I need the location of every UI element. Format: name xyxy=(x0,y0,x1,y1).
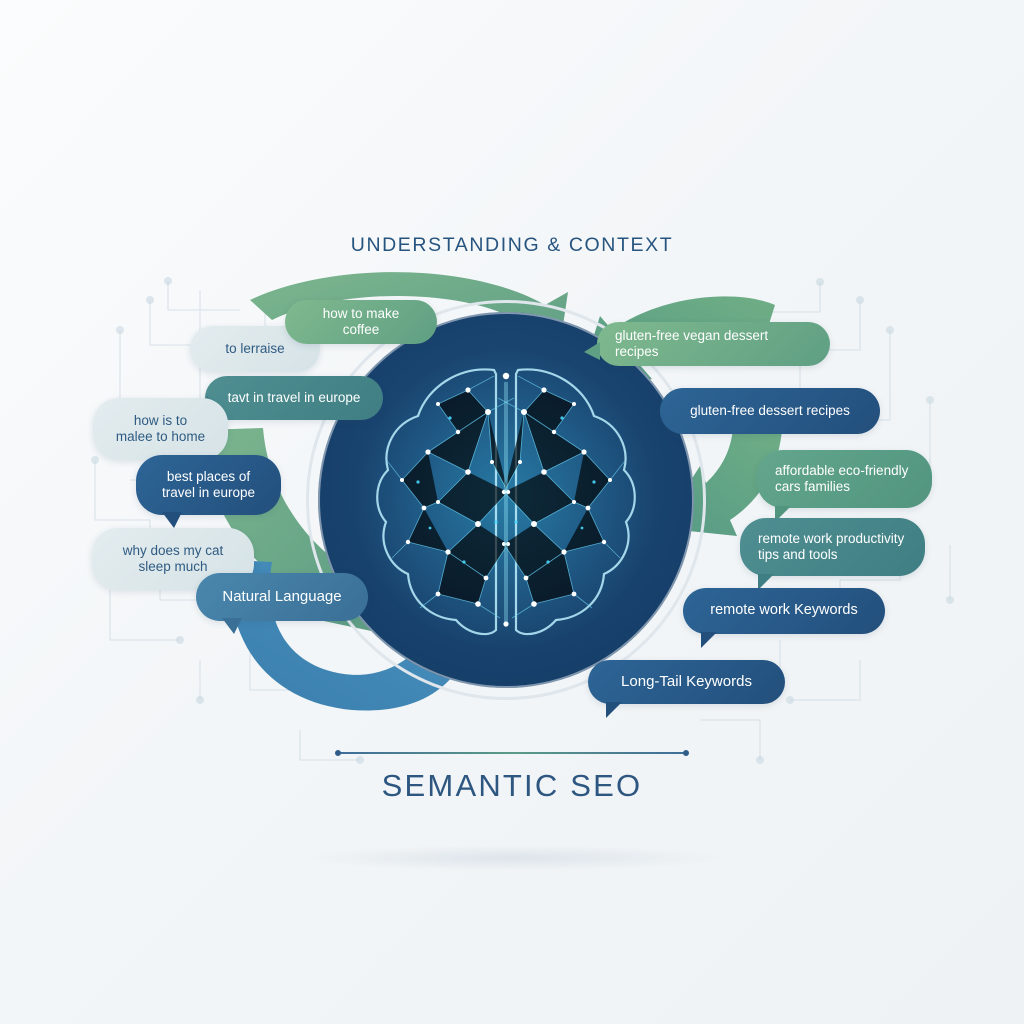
keyword-bubble[interactable]: Long-Tail Keywords xyxy=(588,660,785,718)
outer-ring xyxy=(306,300,706,700)
keyword-bubble[interactable]: gluten-free dessert recipes xyxy=(660,388,880,434)
bubble-tail xyxy=(606,702,628,718)
keyword-bubble-label: gluten-free dessert recipes xyxy=(690,402,850,418)
divider-rule xyxy=(335,750,689,756)
brain-network-icon xyxy=(356,350,656,650)
bubble-tail xyxy=(584,342,600,360)
ground-shadow xyxy=(300,845,724,871)
keyword-bubble-label: Long-Tail Keywords xyxy=(621,672,752,690)
keyword-bubble[interactable]: how to make coffee xyxy=(285,300,437,344)
footer-title-block: SEMANTIC SEO xyxy=(0,750,1024,804)
page-title-bottom: SEMANTIC SEO xyxy=(381,768,643,803)
keyword-bubble-label: Natural Language xyxy=(222,587,342,605)
keyword-bubble-label: tavt in travel in europe xyxy=(227,389,361,405)
keyword-bubble[interactable]: remote work Keywords xyxy=(683,588,885,648)
keyword-bubble-label: gluten-free vegan dessert recipes xyxy=(615,327,769,359)
keyword-bubble[interactable]: Natural Language xyxy=(196,573,368,634)
keyword-bubble[interactable]: tavt in travel in europe xyxy=(192,376,383,420)
bubble-tail xyxy=(701,632,723,648)
keyword-bubble[interactable]: gluten-free vegan dessert recipes xyxy=(584,322,830,366)
bubble-tail xyxy=(162,512,182,528)
bubble-tail xyxy=(758,574,780,590)
page-title-top: UNDERSTANDING & CONTEXT xyxy=(350,234,674,256)
arrow-top-left-green xyxy=(250,272,568,372)
brain-circle xyxy=(318,312,694,688)
keyword-bubble-label: to lerraise xyxy=(225,340,285,356)
bubble-tail xyxy=(222,618,242,634)
keyword-bubble-label: how to make coffee xyxy=(322,305,400,337)
keyword-bubble-label: remote work Keywords xyxy=(710,602,858,619)
